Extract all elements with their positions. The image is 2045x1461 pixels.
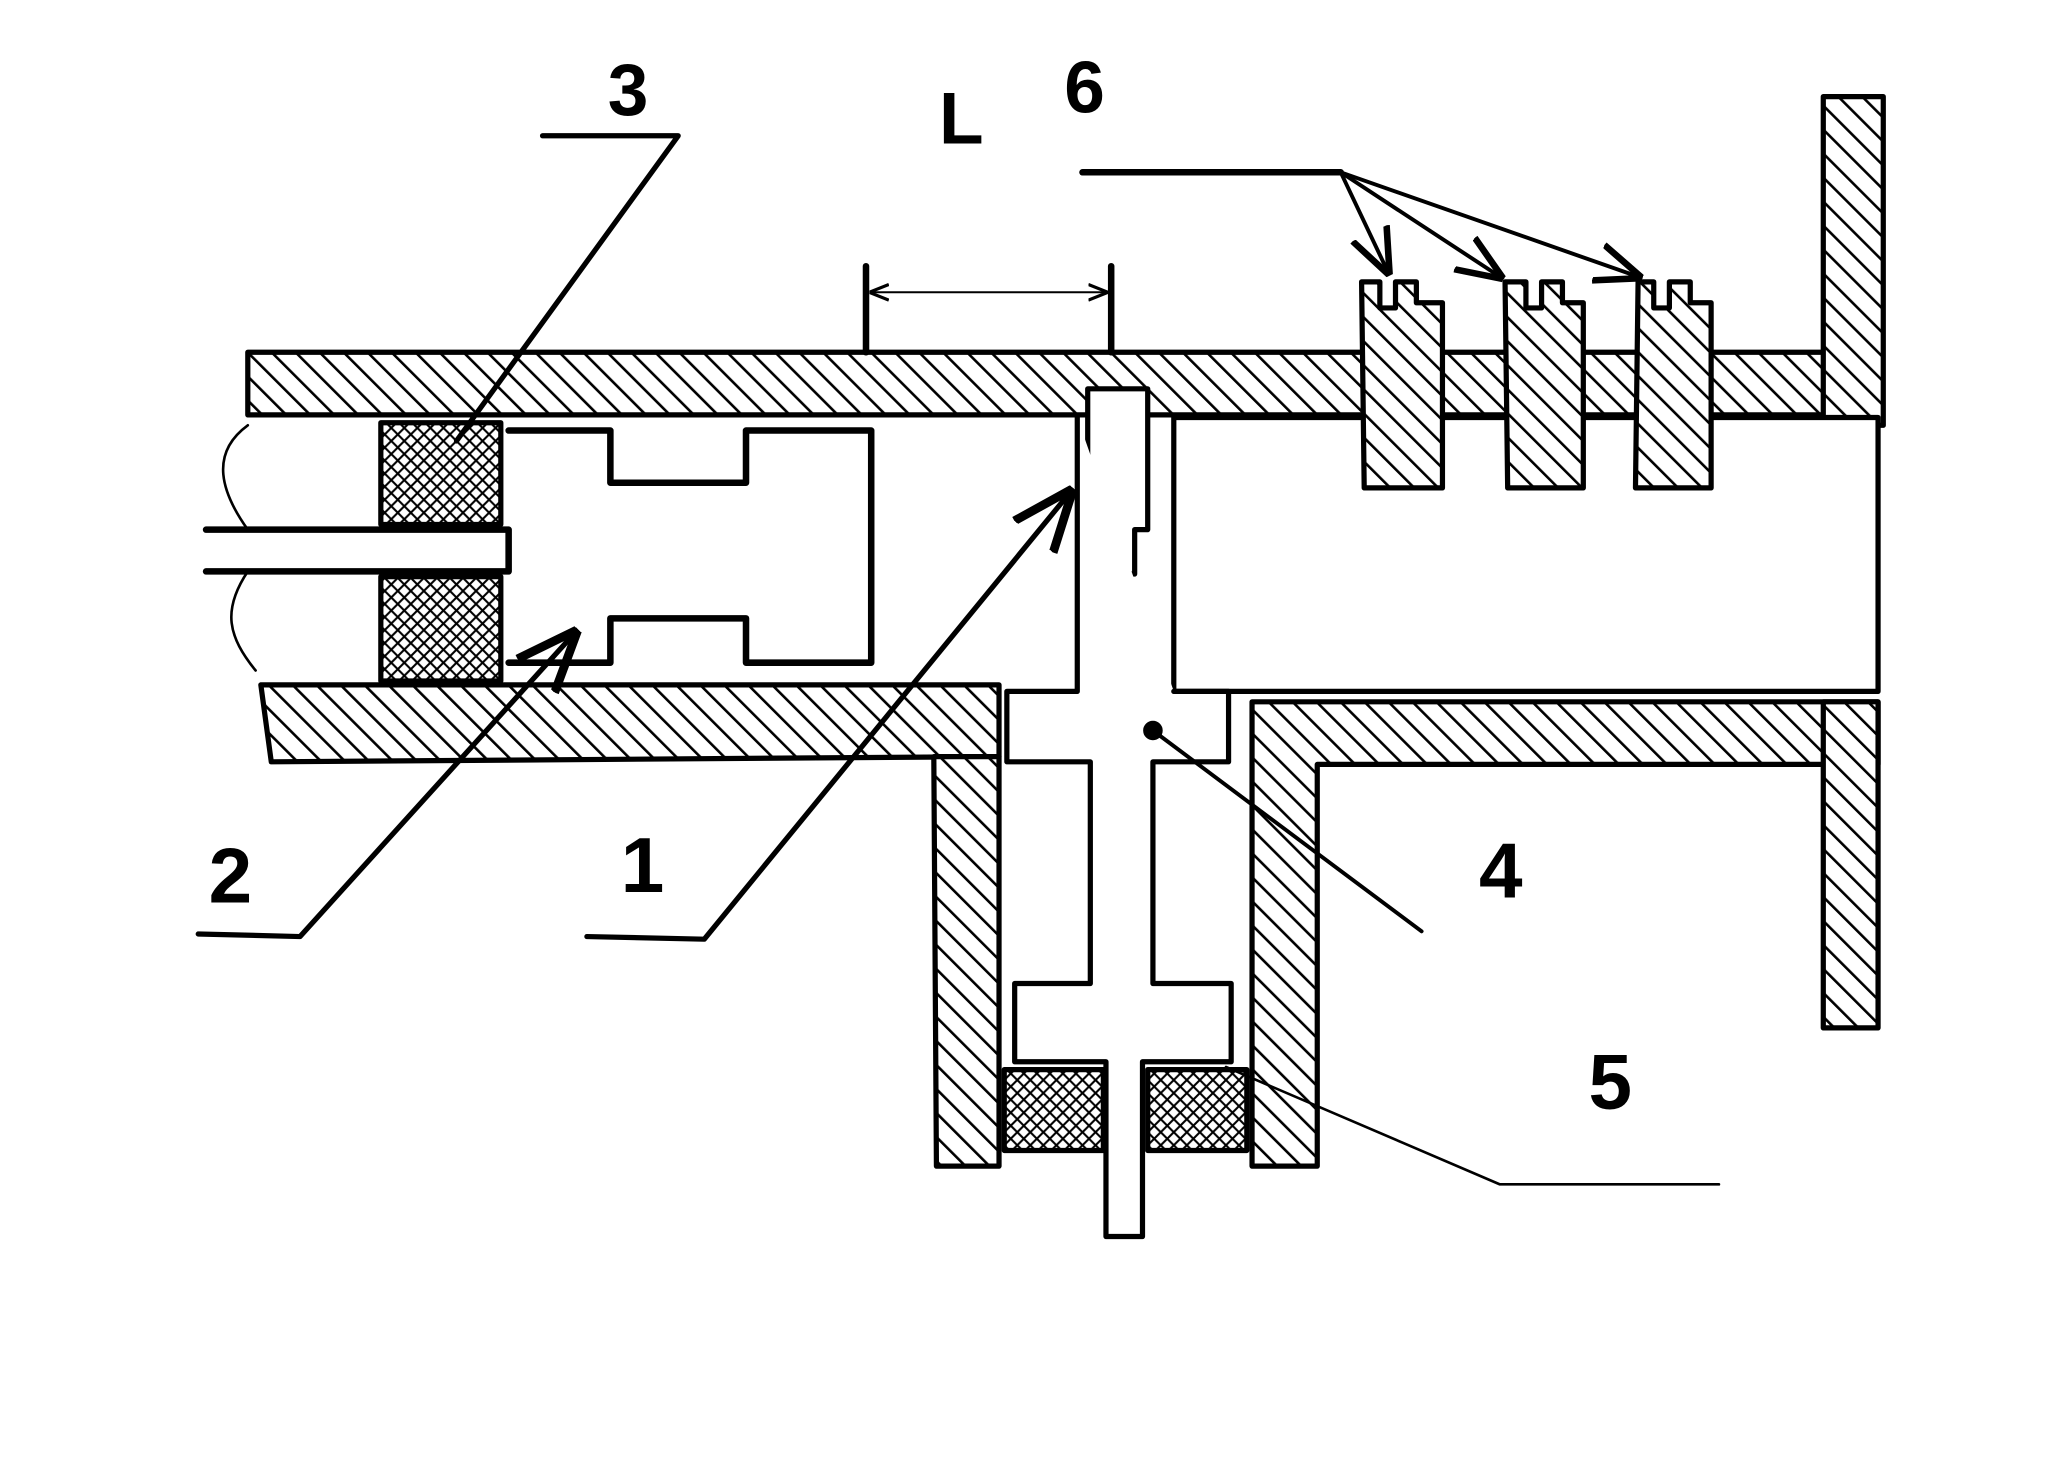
label-1: 1 bbox=[621, 821, 665, 909]
right-flange-lower bbox=[1820, 699, 1881, 1031]
label-3: 3 bbox=[608, 50, 649, 131]
cable-sheath bbox=[221, 424, 257, 672]
leader-2 bbox=[195, 634, 574, 940]
insulator-upper bbox=[378, 420, 504, 528]
leader-4-dot bbox=[1143, 720, 1163, 741]
center-pin bbox=[202, 526, 512, 575]
waveguide-lower-wall bbox=[1249, 699, 1881, 1169]
upper-outer-wall bbox=[245, 349, 1855, 418]
lower-outer-wall bbox=[258, 682, 1002, 765]
leader-1 bbox=[584, 493, 1070, 942]
insulator-bottom-left bbox=[1001, 1066, 1106, 1154]
inner-conductor bbox=[505, 427, 875, 666]
label-2: 2 bbox=[209, 832, 253, 920]
tuning-screw-3 bbox=[1632, 279, 1714, 491]
label-5: 5 bbox=[1589, 1038, 1633, 1126]
leader-5 bbox=[1224, 1065, 1721, 1186]
cavity-left-wall bbox=[931, 753, 1002, 1169]
tuning-screw-1 bbox=[1358, 279, 1446, 491]
right-flange-upper bbox=[1820, 94, 1886, 428]
leader-3 bbox=[453, 133, 681, 444]
insulator-bottom-right bbox=[1145, 1066, 1250, 1154]
label-4: 4 bbox=[1479, 826, 1523, 914]
label-dimension-l: L bbox=[939, 79, 984, 160]
label-6: 6 bbox=[1064, 47, 1105, 128]
insulator-lower bbox=[378, 573, 504, 684]
tuning-screw-2 bbox=[1502, 279, 1586, 491]
leader-6-branch-3 bbox=[1338, 170, 1638, 276]
leader-6-branch-1 bbox=[1338, 170, 1388, 271]
leader-4 bbox=[1150, 728, 1424, 934]
leader-6-branch-2 bbox=[1338, 170, 1500, 276]
probe-channel bbox=[1004, 414, 1234, 1240]
